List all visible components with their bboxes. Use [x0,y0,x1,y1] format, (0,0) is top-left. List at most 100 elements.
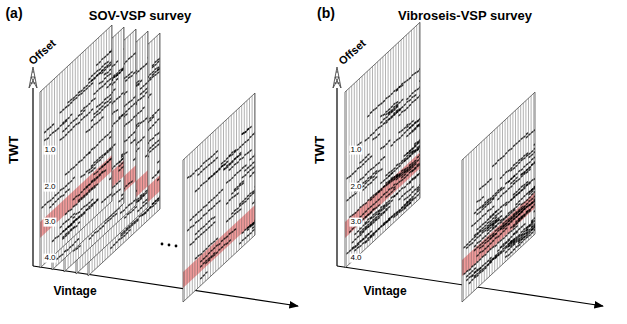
reflection-event [121,113,123,116]
reflection-event [152,144,154,147]
reflection-event [75,163,77,166]
seismic-trace [88,47,89,223]
seismic-trace [101,35,102,211]
reflection-event [109,68,111,71]
reflection-event [208,252,210,255]
reflection-event [149,78,151,81]
reflection-event [109,136,111,139]
reflection-event [155,73,157,76]
reflection-event [94,115,96,118]
reflection-event [203,168,205,171]
reflection-event [65,190,67,193]
reflection-event [109,148,111,151]
reflection-event [187,176,189,179]
reflection-event [73,221,75,224]
reflection-event [101,138,103,141]
reflection-event [60,138,62,141]
trace-panel [183,93,257,302]
reflection-event [198,254,200,257]
reflection-event [226,202,228,205]
reflection-event [119,160,121,163]
reflection-event [113,185,115,188]
reflection-event [200,170,202,173]
reflection-event [145,154,147,157]
reflection-event [109,72,111,75]
reflection-event [42,205,44,208]
reflection-event [88,171,90,174]
reflection-event [107,85,109,88]
seismic-trace [236,110,237,252]
reflection-event [226,160,228,163]
reflection-event [221,239,223,242]
reflection-event [140,97,142,100]
reflection-event [143,95,145,98]
reflection-event [221,188,223,191]
reflection-event [205,159,207,162]
reflection-event [224,163,226,166]
reflection-event [94,76,96,79]
reflection-event [73,226,75,229]
reflection-event [200,265,202,268]
reflection-event [250,224,252,227]
reflection-event [157,143,159,146]
reflection-event [101,80,103,83]
reflection-event [137,199,139,202]
reflection-event [83,212,85,215]
reflection-event [86,203,88,206]
reflection-event [57,197,59,200]
reflection-event [203,181,205,184]
reflection-event [152,147,154,150]
reflection-event [192,224,194,227]
reflection-event [70,168,72,171]
reflection-event [152,116,154,119]
reflection-event [116,97,118,100]
reflection-event [94,172,96,175]
reflection-event [137,199,139,202]
reflection-event [109,177,111,180]
reflection-event [205,180,207,183]
reflection-event [152,202,154,205]
reflection-event [88,168,90,171]
reflection-event [239,145,241,148]
reflection-event [221,164,223,167]
reflection-event [78,200,80,203]
reflection-event [73,213,75,216]
reflection-event [125,139,127,142]
reflection-event [78,121,80,124]
reflection-event [119,199,121,202]
trace-panels [40,22,536,302]
reflection-event [195,256,197,259]
reflection-event [55,236,57,239]
reflection-event [68,188,70,191]
reflection-event [226,242,228,245]
reflection-event [113,81,115,84]
reflection-event [59,255,61,258]
reflection-event [94,186,96,189]
reflection-event [52,196,54,199]
reflection-event [107,195,109,198]
reflection-event [60,195,62,198]
seismic-trace [80,54,81,230]
reflection-event [231,196,233,199]
reflection-event [198,219,200,222]
reflection-event [113,192,115,195]
reflection-event [125,122,127,125]
reflection-event [73,220,75,223]
reflection-event [128,101,130,104]
reflection-event [68,225,70,228]
reflection-event [119,69,121,72]
reflection-event [119,117,121,120]
reflection-event [149,93,151,96]
reflection-event [252,229,254,232]
reflection-event [155,60,157,63]
reflection-event [104,152,106,155]
reflection-event [136,219,138,222]
reflection-event [149,139,151,142]
reflection-event [205,204,207,207]
reflection-event [231,215,233,218]
seismic-trace [93,42,94,218]
reflection-event [252,226,254,229]
panel-traces [183,93,257,300]
reflection-event [121,162,123,165]
reflection-event [244,236,246,239]
